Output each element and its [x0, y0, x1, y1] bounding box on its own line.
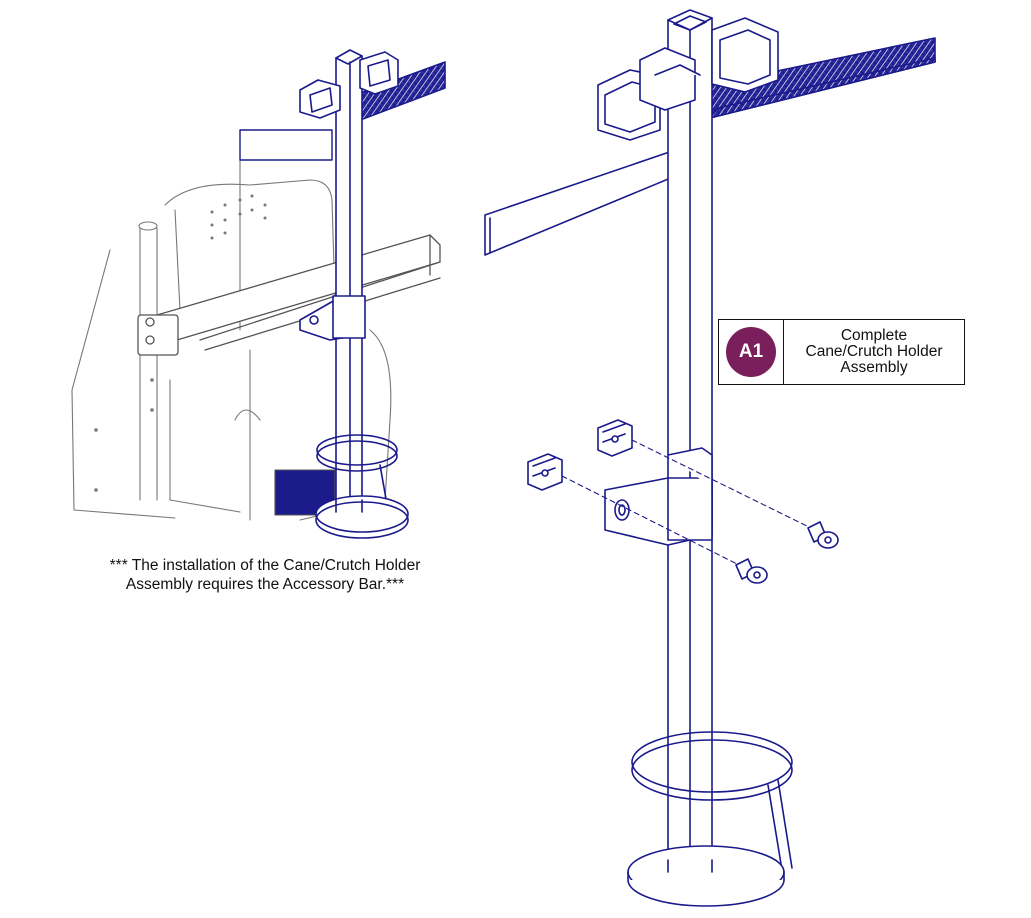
- clip-holders-right: [597, 17, 779, 141]
- accessory-bar: [137, 234, 441, 356]
- note-line-2: Assembly requires the Accessory Bar.***: [125, 576, 405, 593]
- part-desc-line-3: Assembly: [840, 359, 908, 376]
- part-desc-line-2: Cane/Crutch Holder: [805, 343, 943, 360]
- installed-view: [71, 49, 446, 539]
- base-plate-left: [315, 495, 409, 539]
- cane-ring-right: [631, 731, 793, 871]
- mount-bracket-right: [604, 447, 713, 546]
- holder-post-right: [667, 9, 713, 881]
- badge-cell: A1: [719, 320, 784, 384]
- screw-upper: [807, 521, 839, 549]
- t-nut-upper: [597, 419, 633, 457]
- holder-post-left: [335, 49, 363, 507]
- mount-bracket-left: [299, 295, 366, 341]
- part-desc-line-1: Complete: [840, 327, 908, 344]
- guide-lines: [561, 439, 816, 569]
- exploded-view: [484, 9, 936, 907]
- base-plate-right: [627, 845, 785, 907]
- note-line-1: *** The installation of the Cane/Crutch …: [109, 557, 421, 574]
- t-nut-lower: [527, 453, 563, 491]
- clip-holders-left: [299, 51, 399, 119]
- strap-plain: [484, 144, 691, 256]
- part-callout-box: A1 Complete Cane/Crutch Holder Assembly: [718, 319, 965, 385]
- installation-note: *** The installation of the Cane/Crutch …: [40, 556, 490, 594]
- part-badge: A1: [726, 327, 776, 377]
- part-description: Complete Cane/Crutch Holder Assembly: [784, 320, 964, 384]
- screw-lower: [735, 558, 768, 584]
